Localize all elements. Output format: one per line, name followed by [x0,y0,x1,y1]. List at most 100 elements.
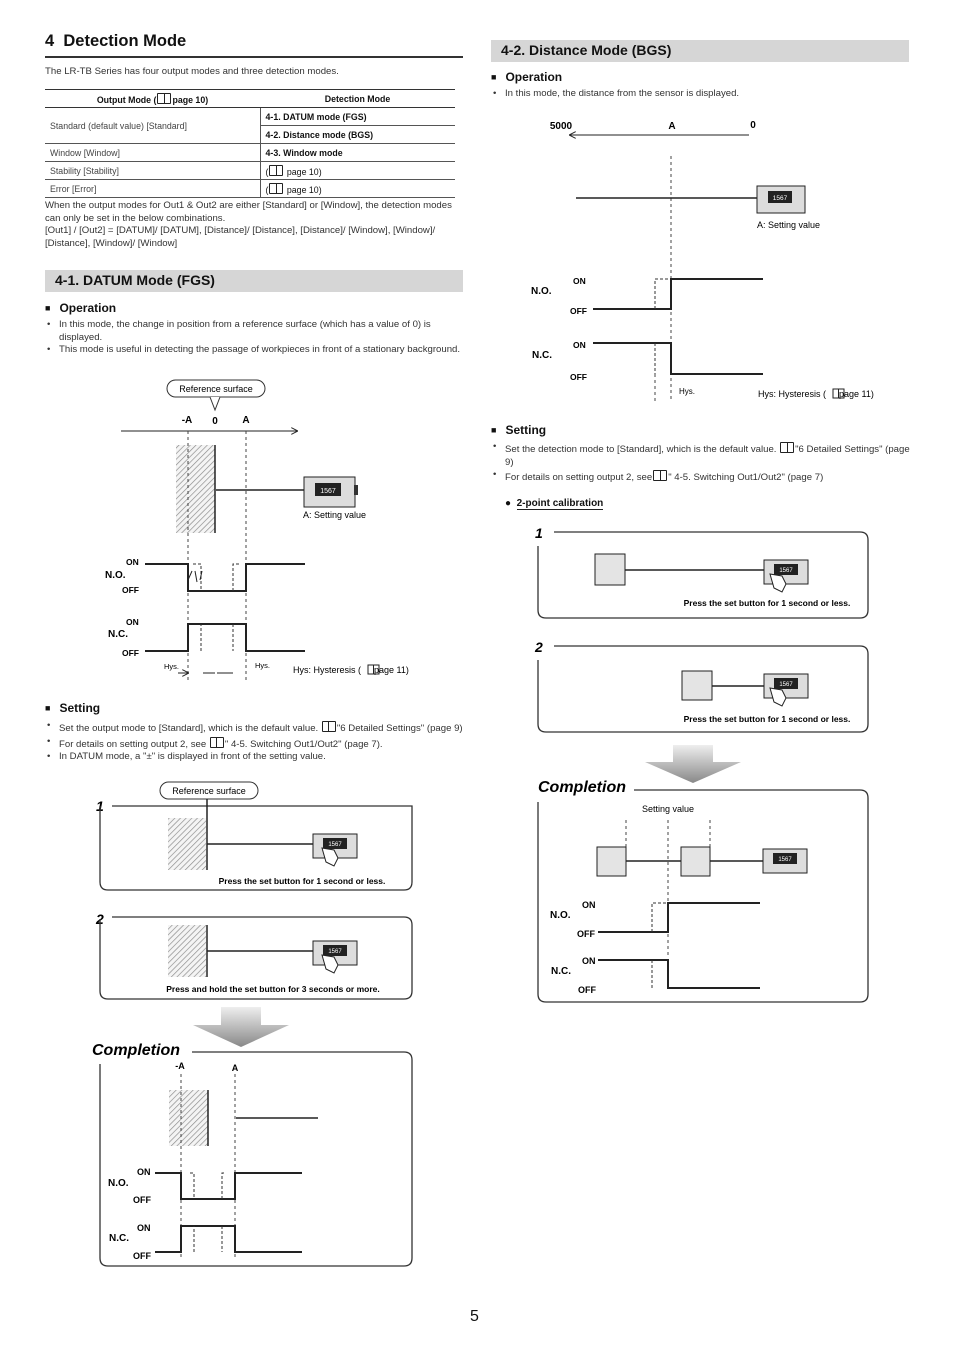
list-item: For details on setting output 2, see " 4… [45,736,465,752]
no-label: N.O. [105,570,126,581]
axis-label: A [668,121,675,132]
table-cell: ( page 10) [260,179,455,198]
setting-value-label: A: Setting value [303,510,366,520]
reference-surface-label: Reference surface [179,384,253,394]
list-item: In this mode, the distance from the sens… [491,88,911,101]
down-arrow-icon [193,1007,289,1047]
nc-signal [593,342,763,375]
svg-text:1567: 1567 [328,949,342,955]
book-icon [321,721,336,732]
setting-value-label: Setting value [642,804,694,814]
step-caption: Press the set button for 1 second or les… [684,598,851,608]
step-caption: Press and hold the set button for 3 seco… [166,984,379,994]
table-cell: 4-3. Window mode [260,143,455,162]
distance-section-title: 4-2. Distance Mode (BGS) [491,40,909,62]
svg-text:1567: 1567 [773,195,788,202]
hand-press-icon [769,687,787,707]
book-icon [157,93,172,104]
no-label: N.O. [550,910,571,921]
table-cell: Error [Error] [45,179,261,198]
on-label: ON [137,1167,151,1177]
step-number: 1 [535,525,543,541]
distance-step-1: 1 1567 Press the set button for 1 second… [535,525,869,619]
list-item: In DATUM mode, a "±" is displayed in fro… [45,751,465,764]
combination-note: When the output modes for Out1 & Out2 ar… [45,200,452,249]
datum-step-2: 2 1567 Press and hold the set button for… [95,911,413,1000]
svg-text:1567: 1567 [778,857,792,863]
table-row: Stability [Stability] ( page 10) [45,161,455,180]
table-cell: 4-2. Distance mode (BGS) [260,125,455,144]
list-item: In this mode, the change in position fro… [45,319,465,344]
datum-operation-list: In this mode, the change in position fro… [45,319,465,357]
no-label: N.O. [108,1178,129,1189]
reference-surface-label: Reference surface [172,786,246,796]
nc-label: N.C. [532,350,552,361]
book-icon [780,442,795,453]
table-header-output: Output Mode (page 10) [45,89,260,108]
datum-operation-heading: Operation [45,301,116,315]
datum-setting-heading: Setting [45,701,100,715]
sensor-amplifier-icon: 1567 [762,848,808,874]
table-row: 4-2. Distance mode (BGS) [45,125,455,144]
svg-text:1567: 1567 [779,682,793,688]
table-header-row: Output Mode (page 10) Detection Mode [45,89,455,108]
axis-label: 0 [750,120,756,131]
hand-press-icon [769,573,787,593]
axis-label: 0 [212,416,218,427]
output-mode-table: Output Mode (page 10) Detection Mode Sta… [45,89,455,198]
no-signal [593,278,763,310]
no-label: N.O. [531,286,552,297]
off-label: OFF [570,306,587,316]
datum-setting-list: Set the output mode to [Standard], which… [45,720,465,764]
sensor-amplifier-icon: 1567 [303,476,358,508]
on-label: ON [126,617,139,627]
completion-title: Completion [92,1042,180,1059]
sensor-amplifier-icon: 1567 [763,559,809,585]
on-label: ON [126,557,139,567]
svg-text:1567: 1567 [328,842,342,848]
on-label: ON [582,956,596,966]
axis-label: -A [175,1061,185,1071]
off-label: OFF [122,648,139,658]
on-label: ON [137,1223,151,1233]
datum-diagram: Reference surface -A 0 A 1567 A: Setting… [105,379,409,680]
section-title: Detection Mode [63,32,187,50]
distance-setting-heading: Setting [491,423,546,437]
off-label: OFF [577,929,595,939]
on-label: ON [582,900,596,910]
off-label: OFF [133,1251,151,1261]
intro-text: The LR-TB Series has four output modes a… [45,66,339,77]
completion-title: Completion [538,779,626,796]
datum-step-1: 1 Reference surface 1567 Press the set b… [96,781,413,891]
no-signal [145,563,305,592]
table-cell: Standard (default value) [Standard] [45,107,261,144]
hys-label: Hys. [255,661,270,670]
axis-label: -A [182,415,193,426]
hys-label: Hys. [164,662,179,671]
on-label: ON [573,276,586,286]
calibration-heading: ● 2-point calibration [505,498,604,510]
table-cell: Stability [Stability] [45,161,261,180]
axis-label: 5000 [550,121,573,132]
distance-diagram: 5000 A 0 1567 A: Setting value ON N.O. O… [531,120,874,402]
book-icon [269,165,284,176]
distance-operation-list: In this mode, the distance from the sens… [491,88,911,101]
book-icon [653,470,668,482]
distance-operation-heading: Operation [491,70,562,84]
nc-signal [145,623,305,652]
reference-surface-block [176,445,215,533]
sensor-amplifier-icon: 1567 [756,185,806,214]
hand-press-icon [321,954,339,974]
sensor-amplifier-icon: 1567 [763,673,809,699]
axis-label: A [242,415,249,426]
hand-press-icon [321,847,339,867]
svg-text:1567: 1567 [779,568,793,574]
list-item: Set the detection mode to [Standard], wh… [491,441,911,469]
distance-completion: Completion Setting value 1567 ON N.O. OF… [537,779,869,1003]
reference-surface-callout [159,781,259,800]
off-label: OFF [570,372,587,382]
table-cell: 4-1. DATUM mode (FGS) [260,107,455,126]
off-label: OFF [122,585,139,595]
section-rule [45,56,463,58]
step-caption: Press the set button for 1 second or les… [684,714,851,724]
